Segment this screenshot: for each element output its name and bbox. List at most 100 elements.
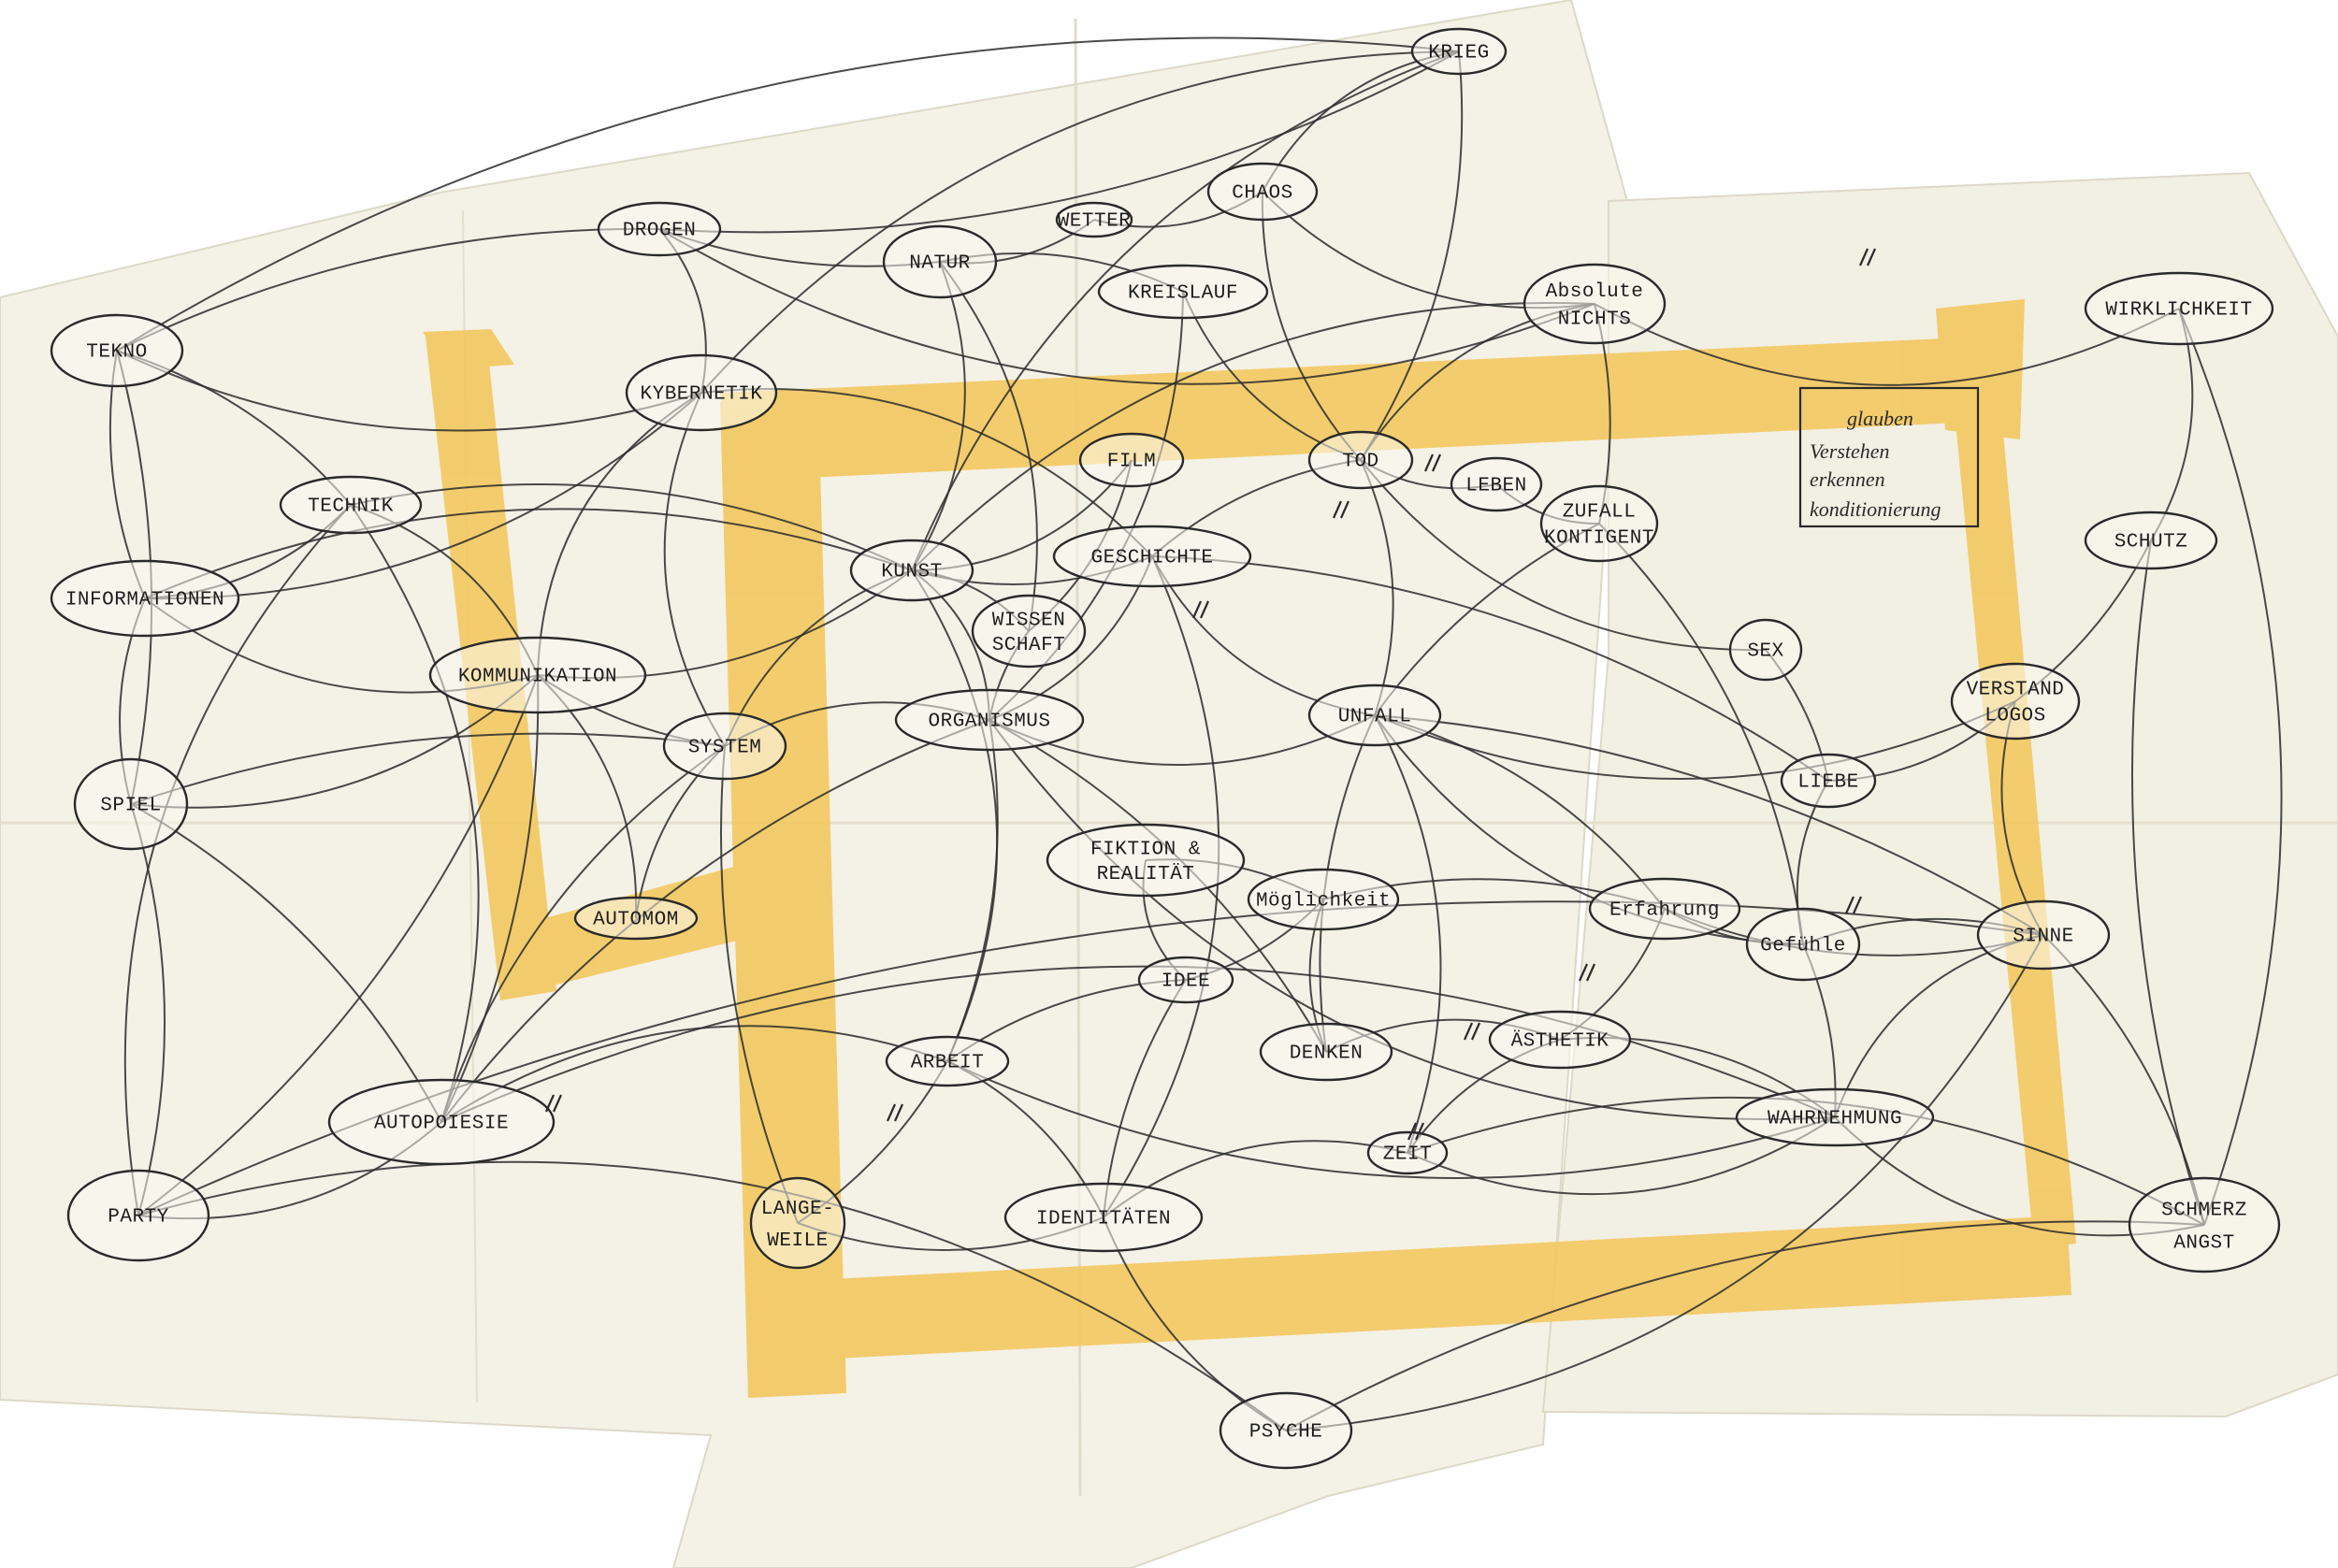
double-slash-mark-3-1: [1199, 600, 1210, 619]
double-slash-mark-3-0: [1191, 600, 1203, 619]
node-film: FILM: [1078, 432, 1185, 488]
node-bubble-tekno: [50, 313, 184, 388]
double-slash-mark-0-1: [1866, 248, 1877, 266]
node-bubble-erfahrung: [1588, 877, 1741, 941]
paper-sheet-right: [1541, 171, 2338, 1418]
node-langeweile: LANGE-WEILE: [749, 1176, 846, 1270]
edge-psyche-sinne: [1285, 934, 2044, 1431]
node-label-schmerz: SCHMERZ: [2161, 1201, 2247, 1222]
node-bubble-informationen: [50, 559, 240, 638]
edge-party-psyche: [137, 1160, 1287, 1431]
node-label-zeit: ZEIT: [1383, 1144, 1432, 1166]
node-bubble-chaos: [1206, 162, 1319, 222]
node-bubble-system: [662, 712, 787, 781]
edge-tod-unfall: [1360, 459, 1394, 716]
edge-spiel-autopoiesie: [130, 803, 442, 1123]
node-sublabel-zufall: KONTIGENT: [1544, 528, 1654, 550]
edge-kommunikation-party: [137, 674, 539, 1216]
node-label-langeweile: LANGE-: [761, 1199, 835, 1220]
node-bubble-leben: [1450, 456, 1543, 512]
edge-kunst-arbeit: [911, 569, 999, 1062]
node-label-chaos: CHAOS: [1232, 183, 1293, 205]
node-label-film: FILM: [1107, 452, 1156, 473]
node-technik: TECHNIK: [279, 475, 423, 535]
edge-spiel-kommunikation: [130, 674, 539, 809]
node-label-automom: AUTOMOM: [593, 910, 679, 931]
node-geschichte: GESCHICHTE: [1052, 525, 1252, 588]
node-label-party: PARTY: [108, 1207, 169, 1229]
node-idee: IDEE: [1137, 956, 1234, 1004]
edge-geschichte-identitaeten: [1103, 555, 1220, 1218]
tape-right: [1955, 411, 2076, 1248]
node-bubble-organismus: [894, 688, 1085, 752]
node-natur: NATUR: [882, 224, 998, 299]
tape-top-right-tab: [1936, 299, 2025, 439]
node-label-tekno: TEKNO: [86, 342, 148, 364]
annotation-marks: [544, 248, 1877, 1141]
double-slash-mark-7-1: [1470, 1022, 1481, 1041]
double-slash-mark-9-0: [1407, 1122, 1418, 1141]
double-slash-mark-5-0: [544, 1094, 556, 1113]
node-label-zufall: ZUFALL: [1563, 502, 1637, 524]
node-label-leben: LEBEN: [1465, 476, 1527, 497]
edge-chaos-tod: [1261, 191, 1362, 461]
edge-autopoiesie-organismus: [440, 719, 990, 1123]
node-sex: SEX: [1728, 618, 1803, 682]
node-sublabel-fiktion: REALITÄT: [1097, 864, 1195, 885]
node-sublabel-absolute_nichts: NICHTS: [1558, 309, 1632, 331]
node-tekno: TEKNO: [50, 313, 184, 388]
node-bubble-kunst: [849, 539, 974, 602]
node-bubble-zufall: [1539, 484, 1659, 563]
node-bubble-sinne: [1976, 899, 2111, 971]
double-slash-mark-9-1: [1414, 1122, 1425, 1141]
node-label-unfall: UNFALL: [1338, 707, 1412, 728]
node-bubble-psyche: [1219, 1391, 1353, 1470]
node-label-wetter: WETTER: [1058, 211, 1132, 233]
node-sublabel-verstand: LOGOS: [1984, 706, 2046, 727]
note-line-4: konditionierung: [1810, 497, 1941, 521]
edge-technik-autopoiesie: [350, 504, 480, 1123]
node-bubble-idee: [1137, 956, 1234, 1004]
double-slash-mark-4-1: [893, 1103, 904, 1122]
node-bubble-krieg: [1410, 27, 1508, 76]
node-sublabel-wissenschaft: SCHAFT: [992, 635, 1066, 656]
node-label-moeglichkeit: Möglichkeit: [1256, 891, 1391, 913]
edge-absolute_nichts-wirklichkeit: [1594, 303, 2180, 386]
node-bubble-geschichte: [1052, 525, 1252, 588]
node-label-identitaeten: IDENTITÄTEN: [1036, 1209, 1171, 1230]
double-slash-mark-0-0: [1858, 248, 1869, 266]
node-label-krieg: KRIEG: [1428, 43, 1490, 65]
edge-technik-kunst: [350, 483, 913, 571]
node-bubble-autopoiesie: [327, 1078, 556, 1166]
node-bubble-wetter: [1055, 201, 1133, 238]
note-line-2: Verstehen: [1810, 439, 1890, 463]
node-label-wissenschaft: WISSEN: [992, 610, 1066, 631]
node-bubble-sex: [1728, 618, 1803, 682]
edge-absolute_nichts-kunst: [911, 302, 1595, 571]
node-label-organismus: ORGANISMUS: [928, 712, 1050, 733]
node-label-aesthetik: ÄSTHETIK: [1511, 1031, 1609, 1053]
tape-bottom: [795, 1216, 2071, 1360]
node-bubble-arbeit: [885, 1035, 1010, 1087]
node-bubble-film: [1078, 432, 1185, 488]
edge-arbeit-wahrnehmung: [946, 1060, 1836, 1179]
node-wahrnehmung: WAHRNEHMUNG: [1735, 1087, 1935, 1147]
node-bubble-identitaeten: [1003, 1182, 1204, 1253]
node-schutz: SCHUTZ: [2084, 511, 2218, 570]
node-bubble-technik: [279, 475, 423, 535]
node-bubble-automom: [573, 896, 699, 941]
tape-top: [720, 337, 1997, 482]
node-chaos: CHAOS: [1206, 162, 1319, 222]
node-zufall: ZUFALL KONTIGENT: [1539, 484, 1659, 563]
edge-organismus-arbeit: [946, 719, 999, 1062]
double-slash-mark-8-0: [1844, 896, 1855, 914]
edge-arbeit-autopoiesie: [440, 1025, 948, 1123]
edge-drogen-krieg: [658, 50, 1460, 234]
node-bubble-tod: [1307, 430, 1414, 490]
double-slash-mark-6-0: [1578, 963, 1589, 982]
node-liebe: LIEBE: [1780, 753, 1877, 809]
